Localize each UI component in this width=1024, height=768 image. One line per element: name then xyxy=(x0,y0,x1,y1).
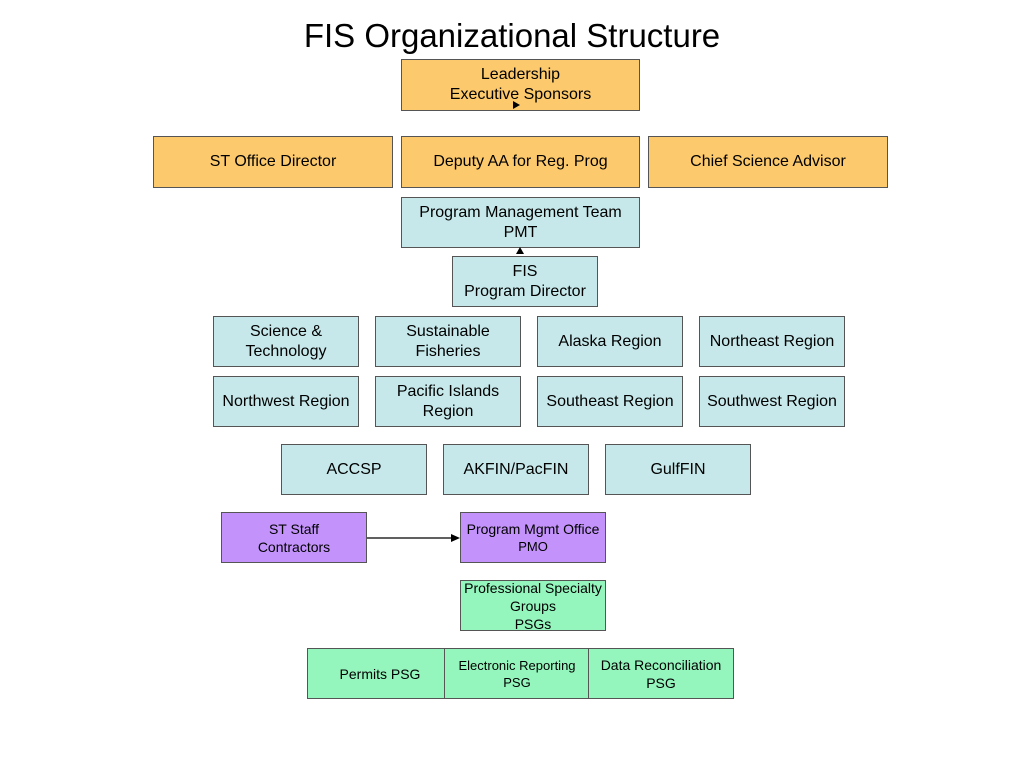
accsp-label: ACCSP xyxy=(326,460,382,478)
leadership-box[interactable]: Leadership Executive Sponsors xyxy=(401,59,640,111)
st-staff-sub-label: Contractors xyxy=(257,538,331,555)
fis-director-box[interactable]: FIS Program Director xyxy=(452,256,598,307)
sustainable-fisheries-box[interactable]: Sustainable Fisheries xyxy=(375,316,521,367)
fis-director-label: FIS xyxy=(512,262,538,280)
chief-science-advisor-box[interactable]: Chief Science Advisor xyxy=(648,136,888,188)
akfin-pacfin-box[interactable]: AKFIN/PacFIN xyxy=(443,444,589,495)
science-technology-label: Science & xyxy=(249,322,323,340)
fis-director-sub-label: Program Director xyxy=(464,282,586,300)
data-reconciliation-psg-box[interactable]: Data Reconciliation PSG xyxy=(588,648,734,699)
psg-label: Professional Specialty xyxy=(464,579,602,596)
permits-psg-label: Permits PSG xyxy=(339,665,421,682)
permits-psg-box[interactable]: Permits PSG xyxy=(307,648,453,699)
deputy-aa-label: Deputy AA for Reg. Prog xyxy=(433,153,608,170)
leadership-label: Leadership xyxy=(480,66,561,83)
southeast-region-box[interactable]: Southeast Region xyxy=(537,376,683,427)
science-technology-box[interactable]: Science & Technology xyxy=(213,316,359,367)
sustainable-fisheries-label-2: Fisheries xyxy=(415,342,481,360)
electronic-reporting-abbrev: PSG xyxy=(503,674,531,690)
psg-box[interactable]: Professional Specialty Groups PSGs xyxy=(460,579,606,632)
alaska-region-label: Alaska Region xyxy=(558,332,662,350)
data-reconciliation-abbrev: PSG xyxy=(646,674,676,691)
northwest-region-label: Northwest Region xyxy=(222,392,350,410)
pacific-islands-label-2: Region xyxy=(422,402,474,420)
northeast-region-box[interactable]: Northeast Region xyxy=(699,316,845,367)
electronic-reporting-label: Electronic Reporting xyxy=(458,657,576,673)
psg-label-2: Groups xyxy=(510,597,556,614)
sustainable-fisheries-label: Sustainable xyxy=(406,322,490,340)
pmt-box[interactable]: Program Management Team PMT xyxy=(401,197,640,248)
akfin-pacfin-label: AKFIN/PacFIN xyxy=(463,460,569,478)
pmo-box[interactable]: Program Mgmt Office PMO xyxy=(460,512,606,563)
accsp-box[interactable]: ACCSP xyxy=(281,444,427,495)
gulffin-label: GulfFIN xyxy=(650,460,706,478)
st-office-director-box[interactable]: ST Office Director xyxy=(153,136,393,188)
gulffin-box[interactable]: GulfFIN xyxy=(605,444,751,495)
leadership-sub-label: Executive Sponsors xyxy=(449,86,592,103)
pmo-abbrev: PMO xyxy=(518,539,548,554)
st-office-director-label: ST Office Director xyxy=(209,153,337,170)
psg-abbrev: PSGs xyxy=(514,615,552,632)
electronic-reporting-psg-box[interactable]: Electronic Reporting PSG xyxy=(444,648,590,699)
st-staff-label: ST Staff xyxy=(268,520,320,537)
pmt-label: Program Management Team xyxy=(419,203,622,221)
southwest-region-label: Southwest Region xyxy=(707,392,837,410)
pacific-islands-region-box[interactable]: Pacific Islands Region xyxy=(375,376,521,427)
pmo-label: Program Mgmt Office xyxy=(466,521,600,537)
southeast-region-label: Southeast Region xyxy=(546,392,674,410)
chief-science-advisor-label: Chief Science Advisor xyxy=(690,153,846,170)
science-technology-label-2: Technology xyxy=(245,342,327,360)
pacific-islands-label: Pacific Islands xyxy=(396,382,500,400)
staff-to-pmo-arrowhead xyxy=(451,534,460,542)
data-reconciliation-label: Data Reconciliation xyxy=(600,656,722,673)
southwest-region-box[interactable]: Southwest Region xyxy=(699,376,845,427)
page-title: FIS Organizational Structure xyxy=(303,17,721,54)
northeast-region-label: Northeast Region xyxy=(709,332,835,350)
pmt-abbrev: PMT xyxy=(503,223,538,241)
st-staff-box[interactable]: ST Staff Contractors xyxy=(221,512,367,563)
deputy-aa-box[interactable]: Deputy AA for Reg. Prog xyxy=(401,136,640,188)
alaska-region-box[interactable]: Alaska Region xyxy=(537,316,683,367)
northwest-region-box[interactable]: Northwest Region xyxy=(213,376,359,427)
pmt-arrowhead xyxy=(516,247,524,254)
